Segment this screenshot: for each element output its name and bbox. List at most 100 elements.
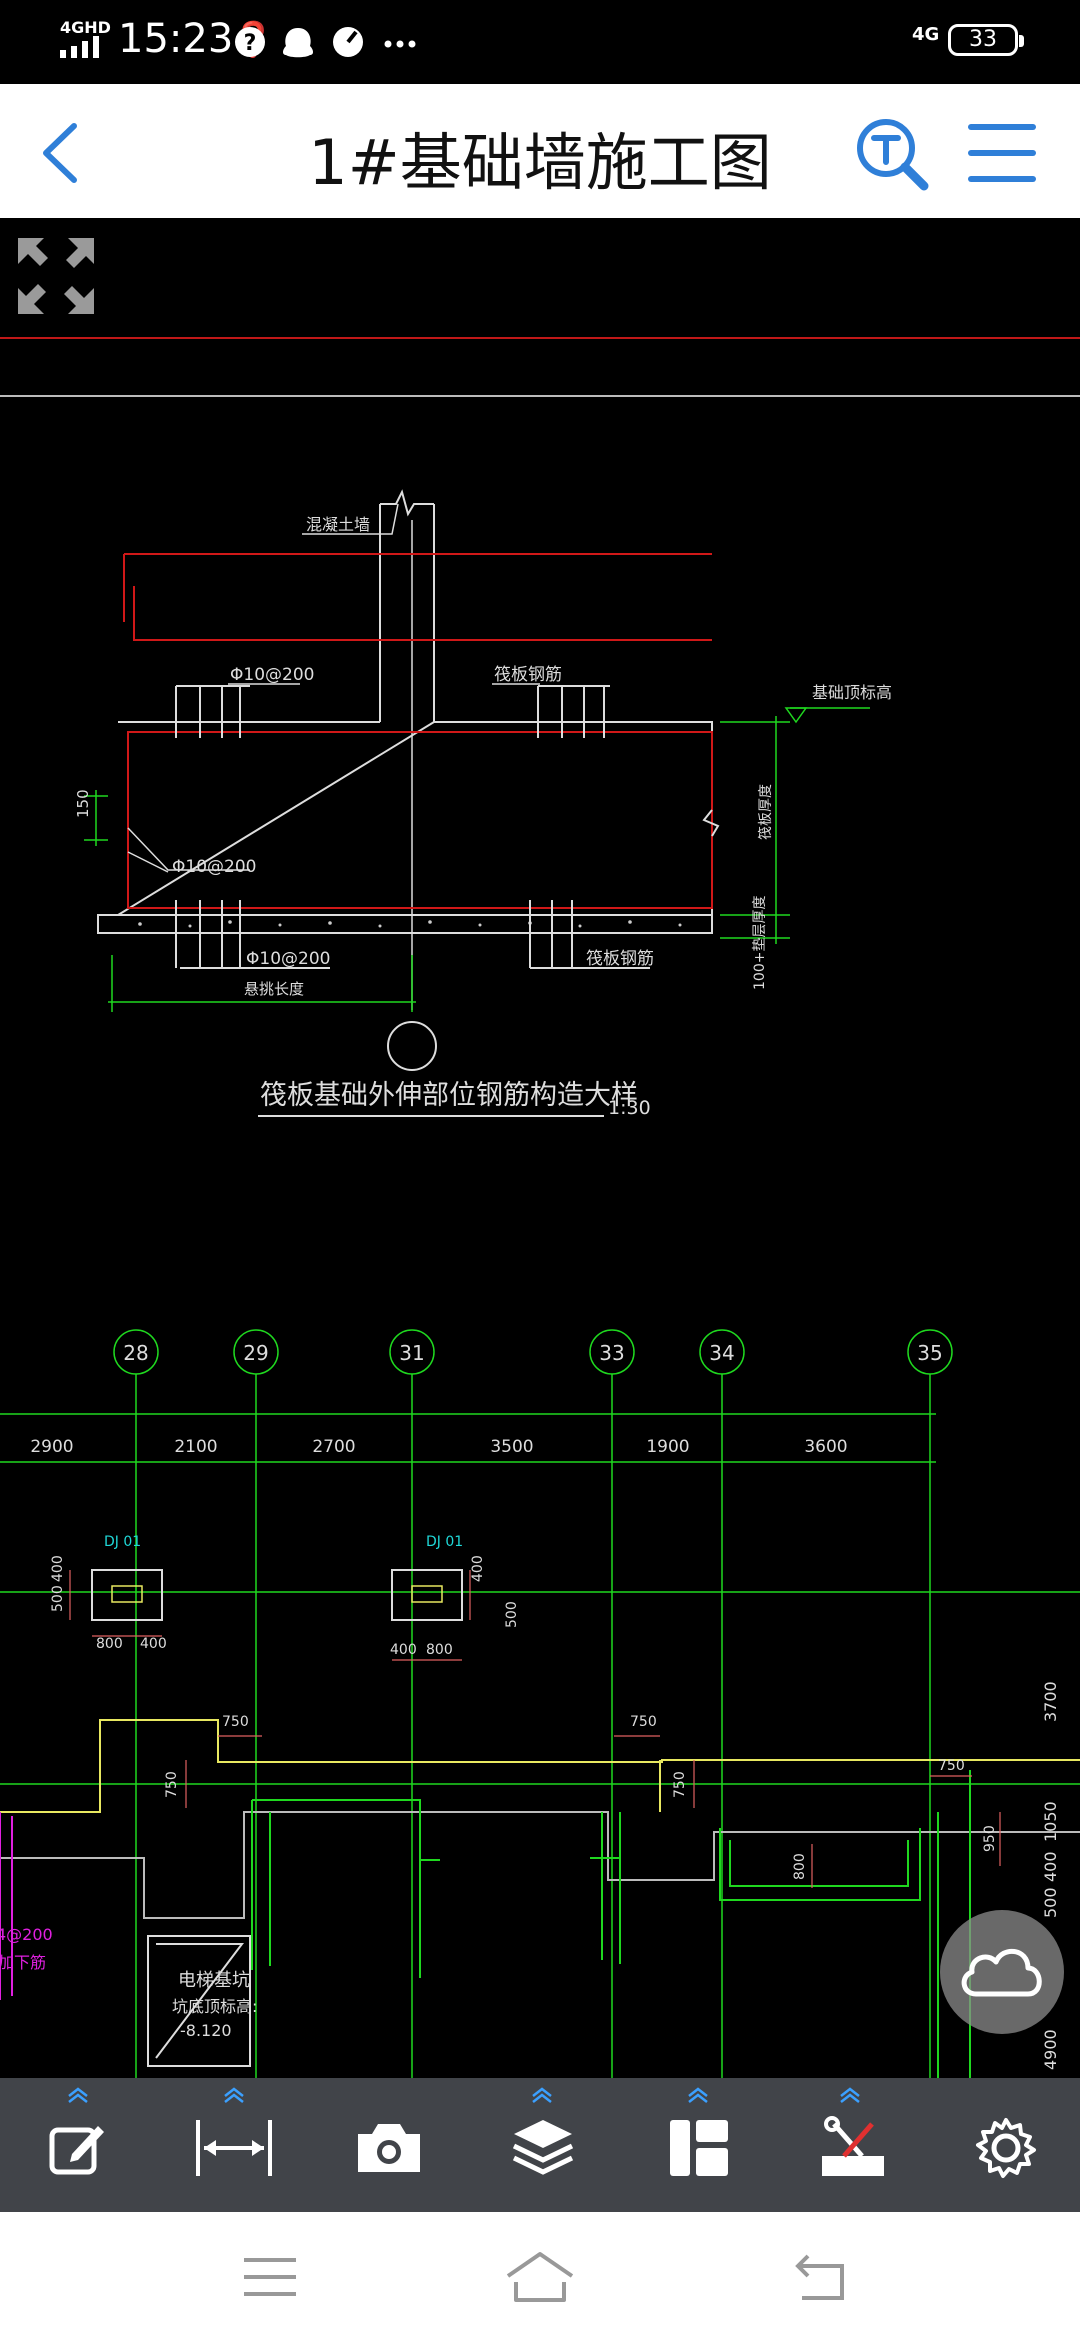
cad-drawing: 混凝土墙 Φ10@200 筏板钢筋 基础顶标高 150 Φ10@200 筏板厚度…	[0, 337, 1080, 2078]
cloud-icon	[961, 1949, 1042, 1997]
chevron-up-icon	[840, 2087, 860, 2103]
wall-dim: 750	[938, 1758, 965, 1774]
label-cushion: 100+垫层厚度	[752, 896, 768, 990]
wall-dim: 750	[630, 1714, 657, 1730]
camera-tool-button[interactable]	[336, 2078, 436, 2212]
span-dim: 3600	[804, 1437, 847, 1457]
footing-dim: 800	[426, 1642, 453, 1658]
back-nav-icon[interactable]	[784, 2242, 864, 2312]
label-extension: 悬挑长度	[244, 980, 304, 998]
label-rebar-top: Φ10@200	[230, 665, 314, 685]
footing-dim: 500	[504, 1601, 520, 1628]
layers-icon	[512, 2120, 574, 2175]
chevron-up-icon	[68, 2087, 88, 2103]
home-nav-icon[interactable]	[500, 2242, 580, 2312]
back-button[interactable]	[34, 118, 94, 188]
axis-label-31: 31	[399, 1341, 424, 1365]
signal-4g-label: 4G	[912, 24, 940, 45]
drawing-canvas[interactable]: 混凝土墙 Φ10@200 筏板钢筋 基础顶标高 150 Φ10@200 筏板厚度…	[0, 218, 1080, 2078]
label-base-elevation: 基础顶标高	[812, 683, 892, 702]
more-dots-icon	[384, 40, 392, 48]
qq-penguin-icon	[283, 28, 313, 58]
page-title: 1#基础墙施工图	[308, 126, 772, 199]
right-dim: 400	[1041, 1851, 1060, 1882]
camera-icon	[358, 2124, 420, 2172]
chevron-left-icon	[43, 123, 77, 183]
detail-title: 筏板基础外伸部位钢筋构造大样	[260, 1080, 638, 1111]
layers-tool-button[interactable]	[492, 2078, 592, 2212]
expand-icon	[18, 238, 94, 314]
left-fragment: 4@200	[0, 1925, 53, 1944]
axis-label-28: 28	[123, 1341, 148, 1365]
label-rebar-mid: Φ10@200	[172, 857, 256, 877]
axis-label-33: 33	[599, 1341, 624, 1365]
wall-dim: 750	[164, 1771, 180, 1798]
hamburger-icon	[968, 124, 1036, 182]
network-type: 4GHD	[60, 18, 111, 37]
label-dim-150: 150	[74, 789, 92, 818]
wall-dim: 750	[222, 1714, 249, 1730]
footing-dim: 400	[470, 1555, 486, 1582]
status-bar: 4GHD 15:23 ❓ ? 4G 33	[0, 0, 1080, 84]
footing-dim: 400	[140, 1636, 167, 1652]
wall-dim: 750	[672, 1771, 688, 1798]
footing-dim: 500	[50, 1585, 66, 1612]
battery-indicator: 33	[948, 24, 1024, 56]
menu-button[interactable]	[964, 118, 1040, 188]
svg-text:?: ?	[244, 31, 257, 56]
bottom-toolbar	[0, 2078, 1080, 2212]
clock: 15:23	[118, 16, 234, 62]
label-concrete-wall: 混凝土墙	[306, 515, 370, 534]
chevron-up-icon	[532, 2087, 552, 2103]
right-dim: 3700	[1041, 1681, 1060, 1722]
footing-tag: DJ 01	[104, 1534, 141, 1550]
label-rebar-bottom: Φ10@200	[246, 949, 330, 969]
footing-dim: 800	[96, 1636, 123, 1652]
footing-dim: 400	[50, 1555, 66, 1582]
axis-label-29: 29	[243, 1341, 268, 1365]
measure-tool-button[interactable]	[184, 2078, 284, 2212]
span-dim: 2700	[312, 1437, 355, 1457]
text-search-button[interactable]	[852, 114, 932, 194]
pit-label-line2: 坑底顶标高:	[172, 1997, 257, 2016]
right-dim: 500	[1041, 1887, 1060, 1918]
text-search-icon	[857, 119, 915, 177]
foundation-walls	[0, 1719, 1080, 2078]
menu-nav-icon[interactable]	[230, 2242, 310, 2312]
settings-icon	[976, 2118, 1036, 2178]
label-raft-rebar-top: 筏板钢筋	[494, 665, 562, 685]
axis-label-34: 34	[709, 1341, 734, 1365]
tools-tool-button[interactable]	[800, 2078, 900, 2212]
question-icon	[235, 27, 265, 57]
grid-axes: 28 29 31 33 34 35 2900 2100 2700 3500 19…	[0, 1329, 1080, 2078]
layout-tool-button[interactable]	[648, 2078, 748, 2212]
notification-icons-row: ?	[235, 27, 416, 58]
span-dim: 3500	[490, 1437, 533, 1457]
measure-icon	[196, 2120, 272, 2176]
detail-scale: 1:30	[608, 1097, 651, 1119]
wall-dim: 800	[792, 1853, 808, 1880]
span-dim: 2100	[174, 1437, 217, 1457]
label-raft-rebar-bottom: 筏板钢筋	[586, 949, 654, 969]
chevron-up-icon	[688, 2087, 708, 2103]
edit-tool-button[interactable]	[28, 2078, 128, 2212]
layout-icon	[670, 2120, 728, 2176]
span-dim: 1900	[646, 1437, 689, 1457]
signal-bars-icon	[60, 36, 99, 58]
wall-dim: 950	[982, 1825, 998, 1852]
footings: DJ 01 DJ 01 400 500 800 400 400 500 400 …	[50, 1534, 520, 1661]
right-dim: 4900	[1041, 2029, 1060, 2070]
axis-label-35: 35	[917, 1341, 942, 1365]
chevron-up-icon	[224, 2087, 244, 2103]
cloud-sync-button[interactable]	[940, 1910, 1064, 2034]
pit-label-line1: 电梯基坑	[178, 1970, 250, 1991]
system-nav-bar	[0, 2212, 1080, 2340]
left-fragment: 加下筋	[0, 1953, 46, 1972]
edit-icon	[49, 2126, 104, 2175]
settings-button[interactable]	[956, 2078, 1056, 2212]
pit-label-line3: -8.120	[180, 2021, 232, 2040]
title-bar: 1#基础墙施工图	[0, 84, 1080, 218]
raft-detail: 混凝土墙 Φ10@200 筏板钢筋 基础顶标高 150 Φ10@200 筏板厚度…	[74, 489, 892, 1119]
footing-tag: DJ 01	[426, 1534, 463, 1550]
fullscreen-button[interactable]	[14, 234, 98, 318]
